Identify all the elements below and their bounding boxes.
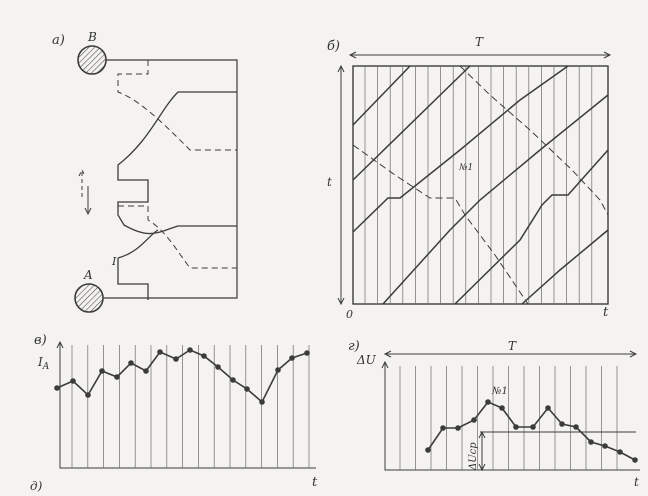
current-point xyxy=(128,360,134,366)
voltage-point xyxy=(602,443,608,449)
current-points xyxy=(54,347,310,405)
voltage-point xyxy=(513,424,519,430)
panel-label-d: д) xyxy=(30,479,43,493)
current-point xyxy=(230,377,236,383)
panel-a: а) B A I xyxy=(52,30,238,313)
track-profile-dashed-lower xyxy=(118,205,237,269)
voltage-point xyxy=(573,424,579,430)
current-point xyxy=(70,378,76,384)
train-label-g: №1 xyxy=(491,386,508,397)
origin-label: 0 xyxy=(346,308,353,321)
period-arrow-b xyxy=(348,51,612,59)
current-point xyxy=(85,392,91,398)
arrow-up xyxy=(78,168,86,198)
voltage-point xyxy=(632,457,638,463)
voltage-point xyxy=(485,399,491,405)
voltage-gridlines xyxy=(399,366,618,470)
train-paths-dashed xyxy=(352,65,609,305)
arrow-down xyxy=(84,186,92,216)
average-arrow xyxy=(478,430,486,472)
node-label-b: B xyxy=(87,30,97,44)
voltage-point xyxy=(425,447,431,453)
voltage-points xyxy=(425,399,638,463)
panel-v: в) IA t д) xyxy=(30,333,318,493)
axes-v xyxy=(56,340,316,469)
train-path xyxy=(382,94,609,305)
timetable-frame xyxy=(352,65,609,305)
period-label-b: T xyxy=(475,35,484,49)
current-point xyxy=(275,367,281,373)
current-point xyxy=(289,355,295,361)
y-label-i: IA xyxy=(37,355,50,372)
train-path xyxy=(352,65,569,233)
t-axis-vertical xyxy=(337,64,345,306)
current-point xyxy=(201,353,207,359)
power-rail xyxy=(103,59,238,299)
current-point xyxy=(157,349,163,355)
x-label-g: t xyxy=(634,475,639,489)
voltage-curve xyxy=(427,401,636,461)
track-profile-dashed xyxy=(117,60,237,151)
voltage-point xyxy=(499,405,505,411)
current-point xyxy=(54,385,60,391)
train-path-opposite xyxy=(459,65,609,216)
train-paths-solid xyxy=(352,65,609,305)
current-point xyxy=(215,364,221,370)
panel-label-v: в) xyxy=(34,333,47,348)
train-path-opposite xyxy=(352,144,529,305)
voltage-point xyxy=(617,449,623,455)
panel-g: г) ΔU T ΔUср №1 t xyxy=(348,339,640,489)
x-label-v: t xyxy=(312,475,318,490)
current-curve xyxy=(56,349,308,404)
train-label-b: №1 xyxy=(458,163,473,173)
voltage-point xyxy=(471,417,477,423)
period-arrow-g xyxy=(383,350,638,358)
current-point xyxy=(173,356,179,362)
panel-label-a: а) xyxy=(52,33,65,48)
train-path xyxy=(352,65,411,126)
current-point xyxy=(114,374,120,380)
current-label: I xyxy=(111,255,117,268)
node-a xyxy=(74,283,104,313)
t-axis-label: t xyxy=(603,305,609,320)
track-profile-lower xyxy=(117,229,159,300)
voltage-point xyxy=(530,424,536,430)
panel-b: б) T t 0 t №1 xyxy=(327,35,612,321)
current-point xyxy=(187,347,193,353)
current-point xyxy=(304,350,310,356)
y-label-du: ΔU xyxy=(356,353,377,367)
current-point xyxy=(99,368,105,374)
period-label-g: T xyxy=(508,339,517,353)
voltage-point xyxy=(588,439,594,445)
train-path xyxy=(352,65,471,181)
current-point xyxy=(143,368,149,374)
panel-label-b: б) xyxy=(327,39,340,54)
train-path xyxy=(454,149,609,305)
current-gridlines xyxy=(71,345,310,468)
voltage-point xyxy=(545,405,551,411)
track-profile-solid xyxy=(117,91,237,235)
node-b xyxy=(77,45,107,75)
voltage-point xyxy=(559,421,565,427)
current-point xyxy=(259,399,265,405)
timetable-gridlines xyxy=(364,66,593,304)
panel-label-g: г) xyxy=(348,339,360,354)
voltage-point xyxy=(455,425,461,431)
current-point xyxy=(244,386,250,392)
node-label-a: A xyxy=(83,268,93,282)
train-path xyxy=(521,229,609,305)
v-axis-label: t xyxy=(327,175,332,189)
threshold-label: ΔUср xyxy=(468,442,479,471)
voltage-point xyxy=(440,425,446,431)
